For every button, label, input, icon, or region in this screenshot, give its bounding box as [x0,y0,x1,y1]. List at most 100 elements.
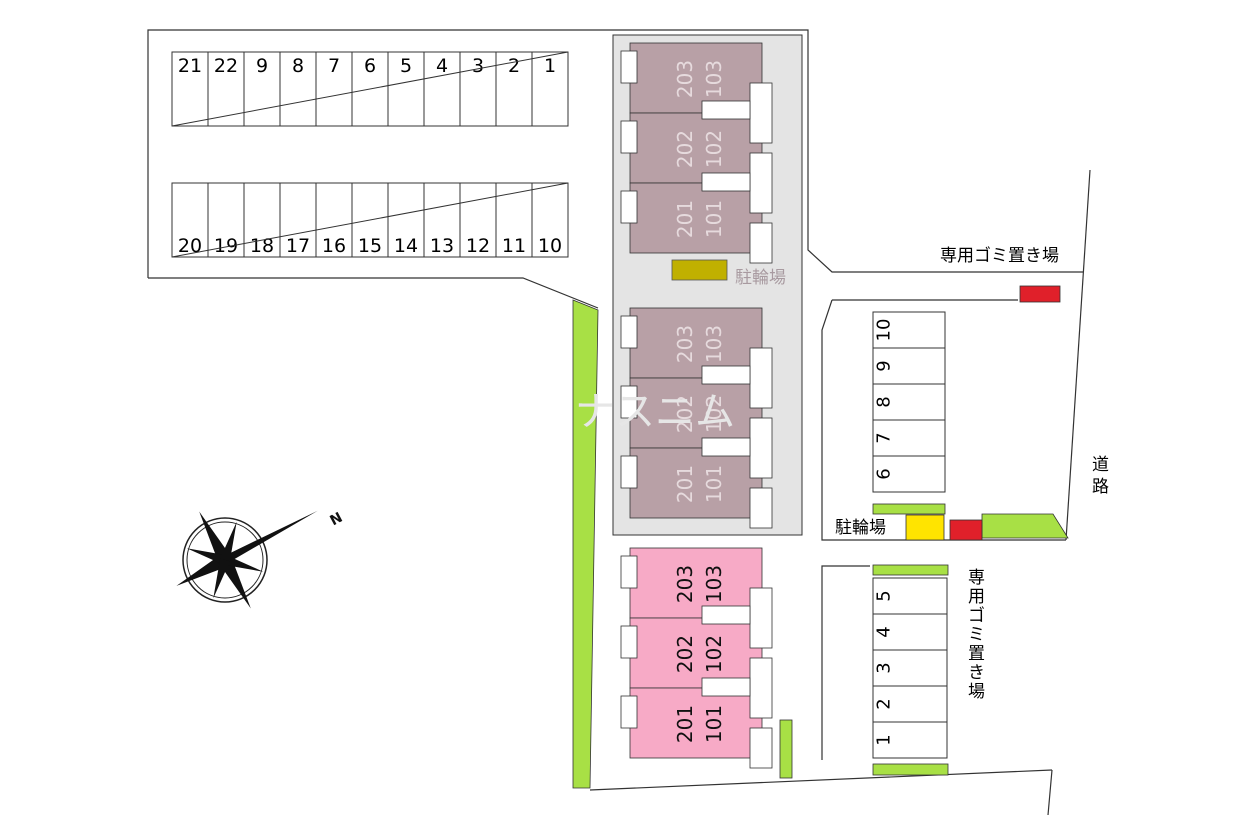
parking-space [872,347,946,385]
parking-space [872,721,948,759]
entrance [701,172,751,192]
parking-space [207,51,245,127]
parking-col-right-upper: 10 9 8 7 6 [872,311,946,493]
unit-block [629,447,763,519]
stair-hall [749,152,773,214]
garbage-area-right [949,519,983,541]
balcony [620,455,638,489]
parking-row-divider [171,182,569,258]
parking-space-number: 9 [874,360,895,371]
compass-rose-icon: N [176,510,346,609]
unit-block [629,112,763,184]
bicycle-area-right [905,514,945,541]
balcony [620,315,638,349]
parking-space-number: 19 [214,235,238,257]
unit-block [629,617,763,689]
parking-space-number: 1 [874,734,895,745]
room-number: 203 [673,60,697,98]
parking-space-number: 2 [508,55,520,77]
room-number: 203 [673,325,697,363]
parking-space-number: 22 [214,55,238,77]
balcony [620,190,638,224]
parking-space-number: 5 [400,55,412,77]
parking-space [872,419,946,457]
parking-space-number: 10 [874,319,895,342]
room-number: 201 [673,200,697,238]
room-number: 103 [702,565,726,603]
parking-space-number: 3 [874,662,895,673]
parking-space-number: 8 [292,55,304,77]
balcony [620,625,638,659]
parking-space [171,51,209,127]
balcony [620,50,638,84]
entrance [701,605,751,625]
parking-space [872,649,948,687]
parking-space-number: 6 [874,468,895,479]
entrance [701,677,751,697]
stair-hall [749,587,773,649]
compass-north-label: N [328,510,346,530]
parking-row-divider [171,51,569,127]
garbage-area-top [1019,285,1061,303]
unit-block [629,182,763,254]
room-number: 202 [673,130,697,168]
parking-space [387,51,425,127]
parking-space-number: 10 [538,235,562,257]
label-bicycle-parking-right: 駐輪場 [835,518,886,538]
parking-space [872,311,946,349]
balcony [620,695,638,729]
room-number: 103 [702,325,726,363]
entrance [701,437,751,457]
parking-space [531,182,569,258]
parking-space-number: 8 [874,396,895,407]
parking-space [279,51,317,127]
parking-space [531,51,569,127]
parking-space [423,182,461,258]
bicycle-area-top [671,259,728,281]
parking-space-number: 20 [178,235,202,257]
parking-space [872,613,948,651]
stair-hall [749,82,773,144]
room-number: 102 [702,130,726,168]
parking-space [171,182,209,258]
stair-hall [749,727,773,769]
stair-hall [749,222,773,264]
parking-space-number: 17 [286,235,310,257]
unit-block [629,377,763,449]
parking-space-number: 4 [436,55,448,77]
stair-hall [749,417,773,479]
watermark: ナスニム [575,389,735,435]
parking-space-number: 4 [874,626,895,637]
parking-space-number: 12 [466,235,490,257]
parking-space-number: 2 [874,698,895,709]
parking-space [315,182,353,258]
room-number: 103 [702,60,726,98]
room-number: 202 [673,635,697,673]
parking-space-number: 7 [874,432,895,443]
room-number: 101 [702,200,726,238]
parking-space-number: 9 [256,55,268,77]
parking-space-number: 1 [544,55,556,77]
entrance [701,100,751,120]
label-garbage-right: 専用ゴミ置き場 [968,568,985,702]
label-road: 道路 [1092,455,1109,497]
unit-block [629,687,763,759]
room-number: 101 [702,465,726,503]
parking-space-number: 13 [430,235,454,257]
parking-space-number: 16 [322,235,346,257]
parking-space-number: 18 [250,235,274,257]
parking-space-number: 11 [502,235,526,257]
parking-space [243,51,281,127]
stair-hall [749,487,773,529]
parking-space [872,577,948,615]
parking-space-number: 21 [178,55,202,77]
parking-space [315,51,353,127]
room-number: 203 [673,565,697,603]
